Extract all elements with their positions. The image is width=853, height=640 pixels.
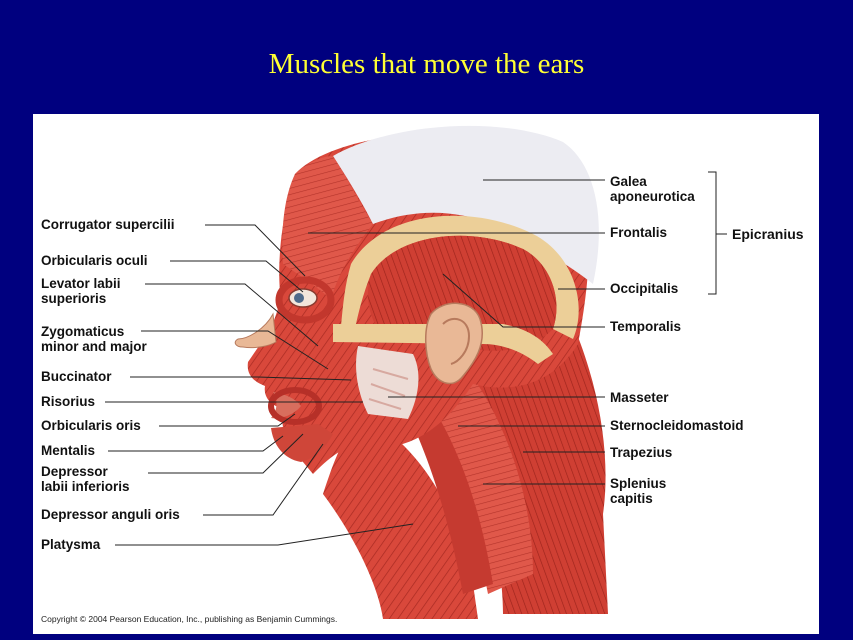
label-risorius: Risorius [41, 394, 96, 409]
temporal-tendon-band [341, 215, 579, 339]
label-orbicularis-oculi: Orbicularis oculi [41, 253, 148, 268]
label-depressor-labii-line1: Depressor [41, 464, 108, 479]
label-levator-labii-line1: Levator labii [41, 276, 121, 291]
label-frontalis: Frontalis [610, 225, 668, 240]
head-muscle-illustration [234, 125, 608, 619]
masseter-muscle [356, 346, 419, 419]
splenius-muscle [433, 364, 533, 594]
label-galea-line1: Galea [610, 174, 647, 189]
label-zygomaticus-line1: Zygomaticus [41, 324, 125, 339]
nose [234, 312, 277, 349]
label-splenius-line1: Splenius [610, 476, 667, 491]
label-platysma: Platysma [41, 537, 101, 552]
label-corrugator-supercilii: Corrugator supercilii [41, 217, 175, 232]
label-sternocleidomastoid: Sternocleidomastoid [610, 418, 744, 433]
label-epicranius: Epicranius [732, 226, 804, 242]
label-splenius-line2: capitis [610, 491, 653, 506]
neck-muscles [323, 414, 478, 619]
zygomatic-arch [333, 324, 553, 364]
label-temporalis: Temporalis [610, 319, 682, 334]
copyright-notice: Copyright © 2004 Pearson Education, Inc.… [41, 614, 338, 624]
sternocleidomastoid-muscle [403, 384, 493, 594]
label-orbicularis-oris: Orbicularis oris [41, 418, 141, 433]
anatomy-figure: Corrugator supercilii Orbicularis oculi … [33, 114, 819, 634]
label-galea-line2: aponeurotica [610, 189, 695, 204]
label-mentalis: Mentalis [41, 443, 96, 458]
label-zygomaticus-line2: minor and major [41, 339, 147, 354]
label-buccinator: Buccinator [41, 369, 112, 384]
label-masseter: Masseter [610, 390, 669, 405]
label-depressor-anguli-oris: Depressor anguli oris [41, 507, 180, 522]
lips [271, 392, 301, 419]
label-trapezius: Trapezius [610, 445, 673, 460]
slide-title: Muscles that move the ears [268, 48, 585, 80]
label-occipitalis: Occipitalis [610, 281, 679, 296]
label-levator-labii-line2: superioris [41, 291, 107, 306]
label-depressor-labii-line2: labii inferioris [41, 479, 130, 494]
